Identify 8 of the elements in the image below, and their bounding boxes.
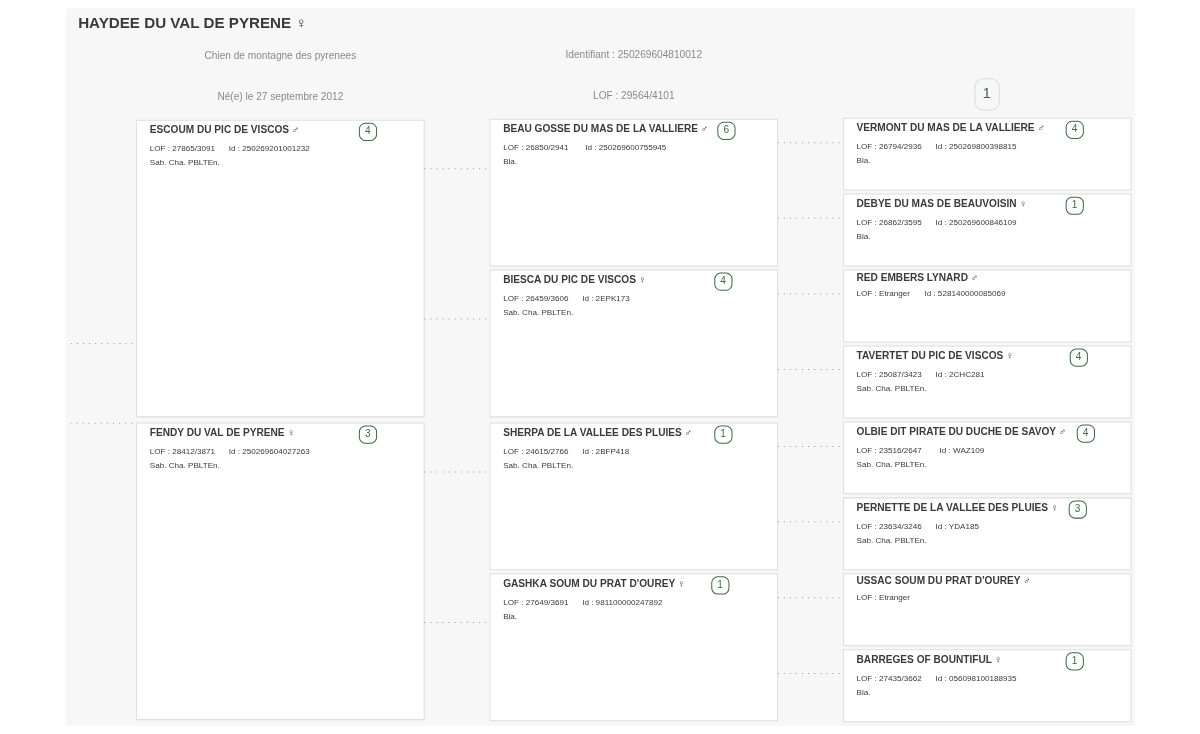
node-box: RED EMBERS LYNARD ♂ LOF : Etranger Id : 528140000085069 — [842, 269, 1131, 343]
label: Né(e) le 27 septembre 2012 — [216, 90, 343, 102]
label: Chien de montagne des pyrenees — [204, 50, 356, 62]
label: Identifiant : 250269604810012 — [564, 49, 702, 61]
label: LOF : 29564/4101 — [592, 89, 675, 101]
diagram-title: HAYDEE DU VAL DE PYRENE ♀ — [77, 13, 307, 31]
node-box: USSAC SOUM DU PRAT D'OUREY ♂ LOF : Etranger — [842, 573, 1131, 647]
label: 1 — [982, 84, 991, 102]
